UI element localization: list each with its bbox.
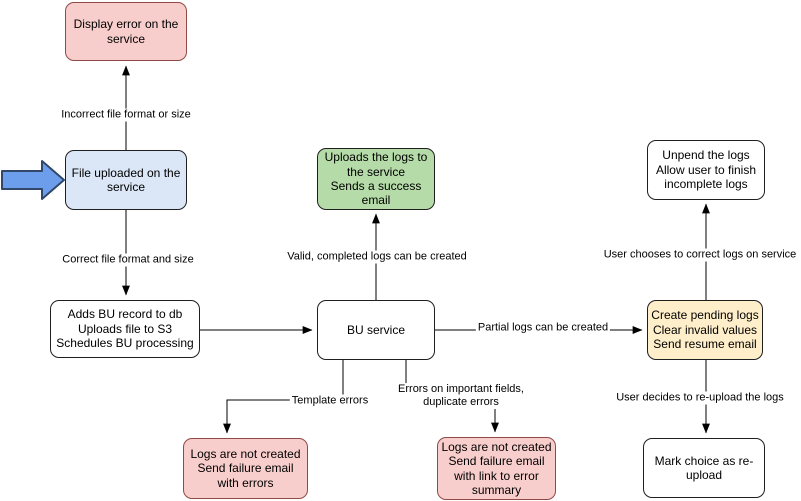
edge-label-user-decides-reupload: User decides to re-upload the logs xyxy=(614,391,786,405)
node-logs-not-created-summary: Logs are not created Send failure email … xyxy=(437,437,556,500)
node-display-error-on-service: Display error on the service xyxy=(65,2,187,61)
node-file-uploaded-on-service: File uploaded on the service xyxy=(65,150,187,210)
edge-label-partial-logs: Partial logs can be created xyxy=(475,321,611,335)
node-uploads-logs-success: Uploads the logs to the service Sends a … xyxy=(317,148,435,210)
node-unpend-logs: Unpend the logs Allow user to finish inc… xyxy=(647,140,765,200)
node-mark-choice-reupload: Mark choice as re- upload xyxy=(643,438,765,498)
node-create-pending-logs: Create pending logs Clear invalid values… xyxy=(647,300,763,360)
node-logs-not-created-errors: Logs are not created Send failure email … xyxy=(183,438,308,499)
edge-label-incorrect-format: Incorrect file format or size xyxy=(59,108,193,122)
edge-label-correct-format: Correct file format and size xyxy=(60,253,196,267)
block-arrow-right-icon xyxy=(1,160,65,200)
edge-template-errors xyxy=(223,360,344,434)
edge-label-template-errors: Template errors xyxy=(289,394,371,408)
node-adds-bu-record: Adds BU record to db Uploads file to S3 … xyxy=(50,300,200,358)
node-bu-service: BU service xyxy=(317,300,435,360)
edge-label-important-field-errors: Errors on important fields, duplicate er… xyxy=(396,383,526,409)
edge-label-valid-completed: Valid, completed logs can be created xyxy=(285,250,469,264)
edge-label-user-chooses-correct: User chooses to correct logs on service xyxy=(601,248,799,262)
